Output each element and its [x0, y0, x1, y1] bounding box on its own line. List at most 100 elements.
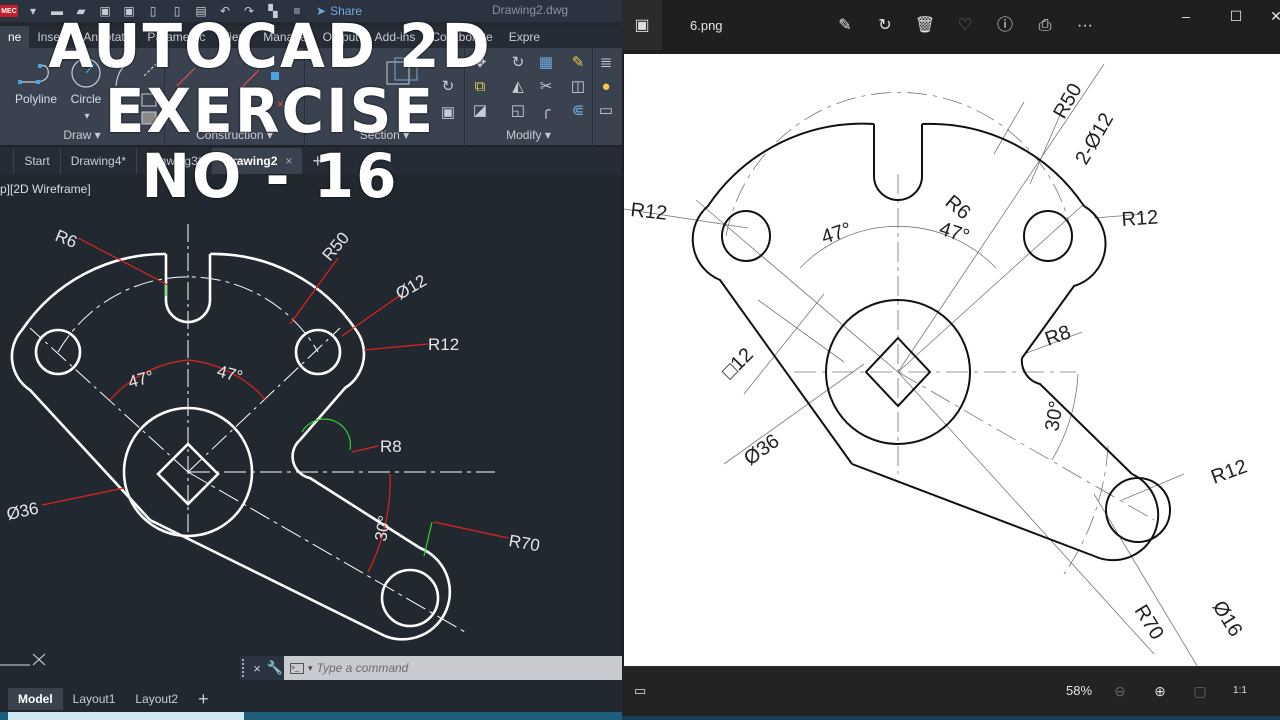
tab-add-ins[interactable]: Add-ins: [374, 30, 416, 44]
actual-size-icon[interactable]: 1:1: [1233, 685, 1247, 696]
rotate-icon[interactable]: ↻: [511, 54, 525, 71]
tab-model[interactable]: Model: [8, 688, 63, 710]
chevron-down-icon[interactable]: ▾: [308, 662, 313, 673]
filmstrip-icon[interactable]: ▭: [634, 683, 647, 698]
open-folder-icon[interactable]: ▰: [76, 4, 86, 18]
print-icon[interactable]: ⎙: [1038, 17, 1052, 34]
erase-icon[interactable]: ✎: [571, 54, 585, 71]
tab-insert[interactable]: Insert: [37, 30, 68, 44]
new-file-icon[interactable]: ▬: [51, 4, 63, 18]
copy-icon[interactable]: ⧉: [474, 78, 486, 95]
offset-icon[interactable]: ⋐: [571, 102, 585, 119]
minimize-button[interactable]: –: [1182, 8, 1190, 24]
move-icon[interactable]: ✥: [473, 54, 487, 71]
3d-box-icon[interactable]: ◫: [570, 78, 586, 95]
wrench-icon[interactable]: 🔧: [266, 660, 284, 675]
zoom-level: 58%: [1066, 683, 1093, 698]
polyline-icon[interactable]: [18, 60, 54, 88]
tab-parametric[interactable]: Parametric: [147, 30, 206, 44]
new-tab-button[interactable]: +: [312, 151, 323, 171]
modify-panel-label[interactable]: Modify ▾: [506, 128, 551, 142]
section-panel-label[interactable]: Section ▾: [359, 128, 410, 142]
viewport-controls[interactable]: p][2D Wireframe]: [0, 182, 91, 196]
tab-layout1[interactable]: Layout1: [72, 692, 116, 706]
tab-drawing4[interactable]: Drawing4*: [59, 148, 136, 174]
more-options-icon[interactable]: ···: [1077, 17, 1093, 34]
ribbon: Polyline Circle ▾ Draw ▾: [0, 48, 622, 146]
tab-view[interactable]: View: [221, 30, 248, 44]
tab-express[interactable]: Expre: [508, 30, 541, 44]
image-canvas[interactable]: R12 R50 2-Ø12 R12 R6 47° 47° □12 R8 Ø36 …: [624, 54, 1280, 666]
undo-icon[interactable]: ↶: [219, 4, 231, 18]
tab-home[interactable]: ne: [0, 26, 30, 48]
dim-d36: Ø36: [740, 430, 784, 470]
draw-panel-label[interactable]: Draw ▾: [63, 128, 101, 142]
trim-icon[interactable]: ✂: [539, 78, 553, 95]
workspace-icon[interactable]: ▚: [268, 4, 278, 18]
drawing-viewport[interactable]: R6 R50 Ø12 R12 47° 47° R8 Ø36 30° R70: [0, 176, 622, 656]
command-input[interactable]: >_ ▾ Type a command: [284, 656, 622, 680]
save-as-icon[interactable]: ▣: [123, 4, 135, 18]
construction-line-icon[interactable]: ×: [171, 58, 291, 118]
plot-icon[interactable]: ▤: [195, 4, 207, 18]
dim-2-d12: 2-Ø12: [1071, 109, 1118, 168]
drag-handle[interactable]: [242, 659, 248, 677]
layer-properties-icon[interactable]: ≣: [599, 54, 613, 71]
dim-d36: Ø36: [5, 499, 40, 524]
chevron-down-icon[interactable]: ▾: [84, 111, 90, 122]
maximize-button[interactable]: ☐: [1229, 8, 1243, 24]
save-icon[interactable]: ▣: [99, 4, 111, 18]
auto-update-icon[interactable]: ↻: [441, 78, 455, 95]
polyline-button[interactable]: Polyline: [14, 92, 58, 106]
fit-to-window-icon[interactable]: ▢: [1193, 683, 1207, 699]
edit-image-icon[interactable]: ✎: [838, 17, 852, 34]
scale-icon[interactable]: ◱: [510, 102, 526, 119]
tab-drawing3[interactable]: Drawing3*: [136, 148, 212, 174]
layers-panel: ≣ ● ▭: [593, 48, 622, 146]
dim-r50: R50: [319, 228, 354, 264]
lightbulb-icon[interactable]: ●: [601, 78, 611, 95]
dim-47-right: 47°: [215, 362, 245, 387]
autocad-window: MEC ▾ ▬ ▰ ▣ ▣ ▯ ▯ ▤ ↶ ↷ ▚ ≡ ➤ Share Draw…: [0, 0, 622, 720]
dropdown-icon[interactable]: ▾: [29, 4, 37, 18]
zoom-in-icon[interactable]: ⊕: [1154, 683, 1166, 699]
close-tab-icon[interactable]: ×: [285, 154, 293, 168]
tab-manage[interactable]: Manage: [263, 30, 307, 44]
photos-app-icon[interactable]: ▣: [622, 0, 662, 50]
info-icon[interactable]: ⓘ: [996, 17, 1013, 34]
delete-icon[interactable]: 🗑: [914, 17, 936, 34]
circle-button[interactable]: Circle: [70, 92, 102, 106]
close-command-line-icon[interactable]: ×: [253, 660, 261, 676]
arc-icon[interactable]: [112, 56, 162, 126]
tab-drawing2[interactable]: Drawing2×: [212, 148, 303, 174]
favorite-icon[interactable]: ♡: [957, 17, 973, 34]
tab-layout2[interactable]: Layout2: [135, 692, 179, 706]
redo-icon[interactable]: ↷: [243, 4, 255, 18]
array-icon[interactable]: ▦: [538, 54, 554, 71]
photos-bottom-bar: ▭ 58% ⊖ ⊕ ▢ 1:1: [622, 666, 1280, 716]
mirror-icon[interactable]: ◭: [512, 78, 524, 95]
stretch-icon[interactable]: ◪: [472, 102, 488, 119]
tab-annotate[interactable]: Annotate: [83, 30, 132, 44]
section-block-icon[interactable]: ▣: [440, 104, 456, 121]
tab-start[interactable]: Start: [13, 148, 59, 174]
fillet-icon[interactable]: ╭: [541, 102, 551, 119]
circle-icon[interactable]: [68, 56, 104, 90]
add-layout-button[interactable]: +: [198, 689, 209, 709]
open-from-web-icon[interactable]: ▯: [149, 4, 157, 18]
save-to-web-icon[interactable]: ▯: [173, 4, 181, 18]
share-button[interactable]: ➤ Share: [316, 4, 363, 18]
tab-output[interactable]: Output: [322, 30, 359, 44]
tab-collaborate[interactable]: Collaborate: [431, 30, 493, 44]
layer-state-icon[interactable]: ▭: [598, 102, 614, 119]
zoom-out-icon[interactable]: ⊖: [1114, 683, 1126, 699]
customize-icon[interactable]: ≡: [293, 4, 301, 18]
section-plane-icon[interactable]: [385, 56, 425, 92]
construction-panel-label[interactable]: Construction ▾: [196, 128, 273, 142]
app-logo[interactable]: MEC: [0, 5, 18, 17]
rotate-icon[interactable]: ↻: [878, 17, 892, 34]
terminal-icon[interactable]: >_: [290, 662, 304, 674]
ribbon-tabs: ne Insert Annotate Parametric View Manag…: [0, 26, 622, 48]
close-button[interactable]: ✕: [1270, 8, 1280, 24]
